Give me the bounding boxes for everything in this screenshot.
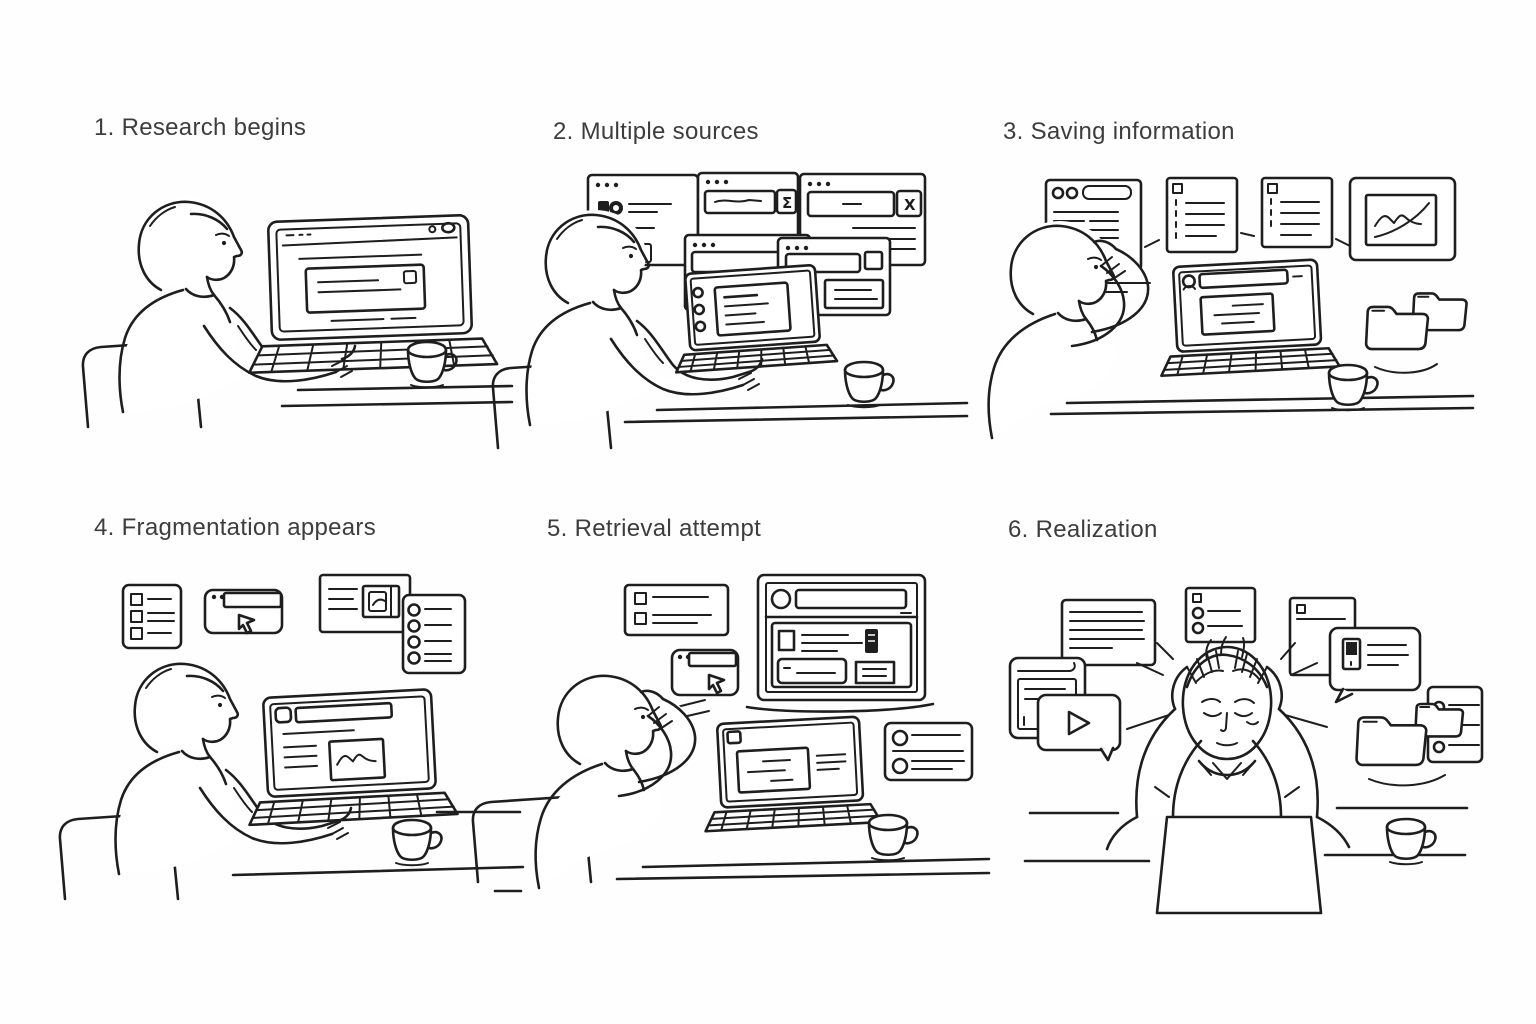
laptop — [1154, 257, 1341, 377]
checkbox-list-card — [123, 585, 181, 648]
folder-cluster — [1355, 687, 1482, 785]
checklist-card — [1186, 588, 1255, 642]
person-figure — [987, 219, 1150, 440]
coffee-mug — [843, 360, 895, 409]
browser-window-sigma: Σ — [698, 173, 798, 240]
desk — [1025, 808, 1467, 861]
desk — [617, 859, 989, 879]
laptop-lid-back — [1157, 817, 1321, 913]
desk — [625, 403, 967, 422]
folder-icon-front — [1355, 716, 1428, 767]
coffee-mug — [1327, 363, 1379, 412]
folder-icon-front — [1365, 305, 1429, 351]
laptop — [241, 687, 459, 826]
window-with-cursor — [672, 650, 738, 695]
folder-swoosh — [1375, 364, 1437, 373]
text-note-card — [1062, 600, 1155, 665]
image-frame-card — [1350, 178, 1455, 260]
panel-3-title: 3. Saving information — [1003, 118, 1235, 145]
laptop — [699, 714, 883, 833]
contact-card — [885, 723, 972, 780]
coffee-mug — [1385, 817, 1437, 866]
panel-1-title: 1. Research begins — [94, 114, 307, 141]
panel-2-illustration: Σ X — [491, 148, 975, 450]
laptop — [668, 262, 838, 374]
video-play-card — [1038, 695, 1120, 760]
laptop — [242, 212, 499, 375]
window-with-cursor — [205, 590, 282, 635]
panel-6-title: 6. Realization — [1008, 516, 1158, 543]
x-mark-icon: X — [904, 196, 916, 214]
desk — [282, 386, 512, 406]
note-lines — [1106, 283, 1150, 292]
document-screen — [727, 726, 846, 793]
sigma-icon: Σ — [782, 194, 792, 212]
panel-5-title: 5. Retrieval attempt — [547, 515, 762, 542]
stress-lines — [1127, 643, 1327, 729]
coffee-mug — [867, 813, 919, 862]
desk — [1051, 396, 1473, 414]
panel-4-illustration — [58, 555, 525, 901]
browser-window — [282, 223, 459, 323]
large-search-browser — [747, 575, 933, 712]
connector-dashes — [1145, 233, 1350, 247]
checkbox-card — [625, 585, 728, 635]
person-figure — [1107, 637, 1349, 849]
dashboard-screen — [275, 702, 395, 783]
panel-5-illustration — [471, 545, 995, 890]
search-screen — [1183, 269, 1305, 336]
panel-2-title: 2. Multiple sources — [553, 118, 759, 145]
desk — [233, 812, 523, 891]
person-figure — [534, 669, 697, 890]
coffee-mug — [391, 818, 443, 867]
panel-3-illustration — [987, 155, 1480, 440]
checklist-screen — [693, 282, 790, 337]
note-card-2 — [1262, 178, 1332, 247]
panel-1-illustration — [81, 195, 520, 429]
message-bubble-card — [1330, 628, 1420, 702]
panel-4-title: 4. Fragmentation appears — [94, 514, 377, 541]
panel-6-illustration — [985, 555, 1485, 915]
circle-list-card — [403, 595, 465, 673]
note-card-1 — [1167, 178, 1237, 252]
image-card — [320, 575, 410, 632]
